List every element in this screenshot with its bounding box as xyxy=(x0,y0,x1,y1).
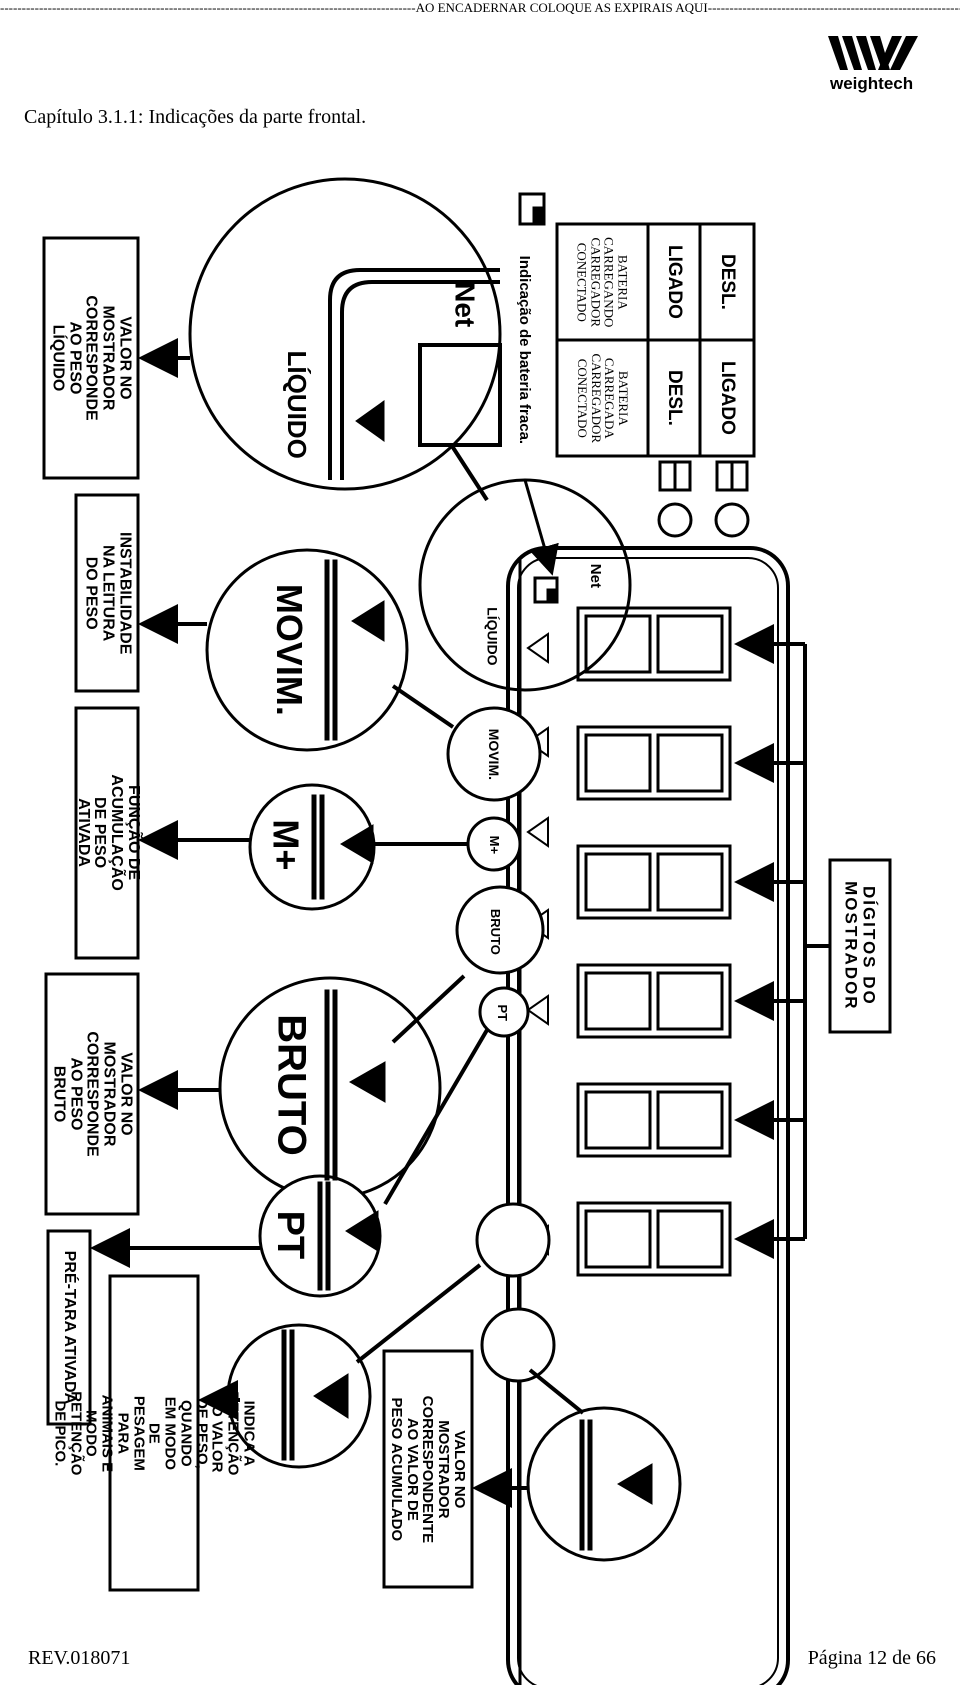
battery-cell-charging: BATERIA CARREGANDO CARREGADOR CONECTADO xyxy=(574,236,631,328)
net-large: Net xyxy=(449,282,481,328)
digit-window xyxy=(576,1201,732,1277)
liquido-small: LÍQUIDO xyxy=(484,606,501,666)
mplus-large: M+ xyxy=(264,819,306,871)
description-boxes xyxy=(42,236,474,1592)
liquido-zoom-frame xyxy=(328,268,502,480)
battery-cell-charged: BATERIA CARREGADA CARREGADOR CONECTADO xyxy=(574,353,631,443)
desc-retention: INDICA A RETENÇÃO DO VALOR DE PESO, QUAN… xyxy=(51,1390,258,1476)
weightech-logo: weightech xyxy=(826,34,926,104)
display-digits-label: DÍGITOS DO MOSTRADOR xyxy=(842,881,879,1011)
battery-cell-ligado: LIGADO xyxy=(663,245,685,319)
display-digits-label-box xyxy=(828,858,892,1034)
indicator-triangle xyxy=(526,632,549,664)
low-battery-label: Indicação de bateria fraca. xyxy=(515,255,533,445)
net-small: Net xyxy=(586,563,604,589)
low-battery-arrow xyxy=(523,479,559,576)
battery-status-table xyxy=(555,222,756,458)
binding-instruction: ----------------------------------------… xyxy=(0,0,960,15)
battery-row3: BATERIA CARREGANDO CARREGADOR CONECTADO … xyxy=(557,224,648,456)
mplus-small: M+ xyxy=(486,835,502,855)
battery-cell-desl-top: DESL. xyxy=(716,254,738,310)
movim-small: MOVIM. xyxy=(486,728,503,780)
desc-movim: INSTABILIDADE NA LEITURA DO PESO xyxy=(82,531,134,655)
zoom-details xyxy=(281,400,653,1551)
battery-icon-display xyxy=(533,576,559,604)
digit-window xyxy=(576,963,732,1039)
desc-bruto: VALOR NO MOSTRADOR CORRESPONDE AO PESO B… xyxy=(50,1031,135,1157)
digits-label-box: DÍGITOS DO MOSTRADOR xyxy=(830,860,890,1032)
zoom-circles xyxy=(188,177,682,1562)
indicator-triangle xyxy=(526,994,549,1026)
liquido-large: LÍQUIDO xyxy=(281,350,312,460)
digit-window xyxy=(576,844,732,920)
pt-large: PT xyxy=(268,1210,311,1260)
battery-row2: LIGADO DESL. xyxy=(648,224,700,456)
chapter-title: Capítulo 3.1.1: Indicações da parte fron… xyxy=(24,106,367,128)
battery-icon xyxy=(518,192,546,226)
indicator-triangle xyxy=(526,816,549,848)
revision-label: REV.018071 xyxy=(28,1647,131,1669)
display-digits xyxy=(576,606,732,1277)
desc-mplus: FUNÇÃO DE ACUMULAÇÃO DE PESO ATIVADA xyxy=(74,774,142,892)
desc-accumulated: VALOR NO MOSTRADOR CORRESPONDENTE AO VAL… xyxy=(388,1395,469,1543)
low-battery-label-box: Indicação de bateria fraca. xyxy=(510,230,538,470)
page-number: Página 12 de 66 xyxy=(807,1647,936,1669)
digit-window xyxy=(576,606,732,682)
battery-row1: DESL. LIGADO xyxy=(700,224,754,456)
digit-window xyxy=(576,725,732,801)
pt-small: PT xyxy=(494,1004,510,1022)
digit-window xyxy=(576,1082,732,1158)
connector-lines xyxy=(355,444,585,1415)
desc-liquido: VALOR NO MOSTRADOR CORRESPONDE AO PESO L… xyxy=(49,295,134,421)
movim-large: MOVIM. xyxy=(268,583,310,716)
battery-cell-desl: DESL. xyxy=(663,370,685,426)
description-arrows xyxy=(90,338,528,1508)
logo-text: weightech xyxy=(830,74,914,93)
battery-cell-ligado-top: LIGADO xyxy=(716,361,738,435)
bruto-large: BRUTO xyxy=(270,1014,315,1156)
battery-led-column xyxy=(657,460,750,538)
digit-arrows xyxy=(734,624,830,1259)
bruto-small: BRUTO xyxy=(487,909,503,955)
